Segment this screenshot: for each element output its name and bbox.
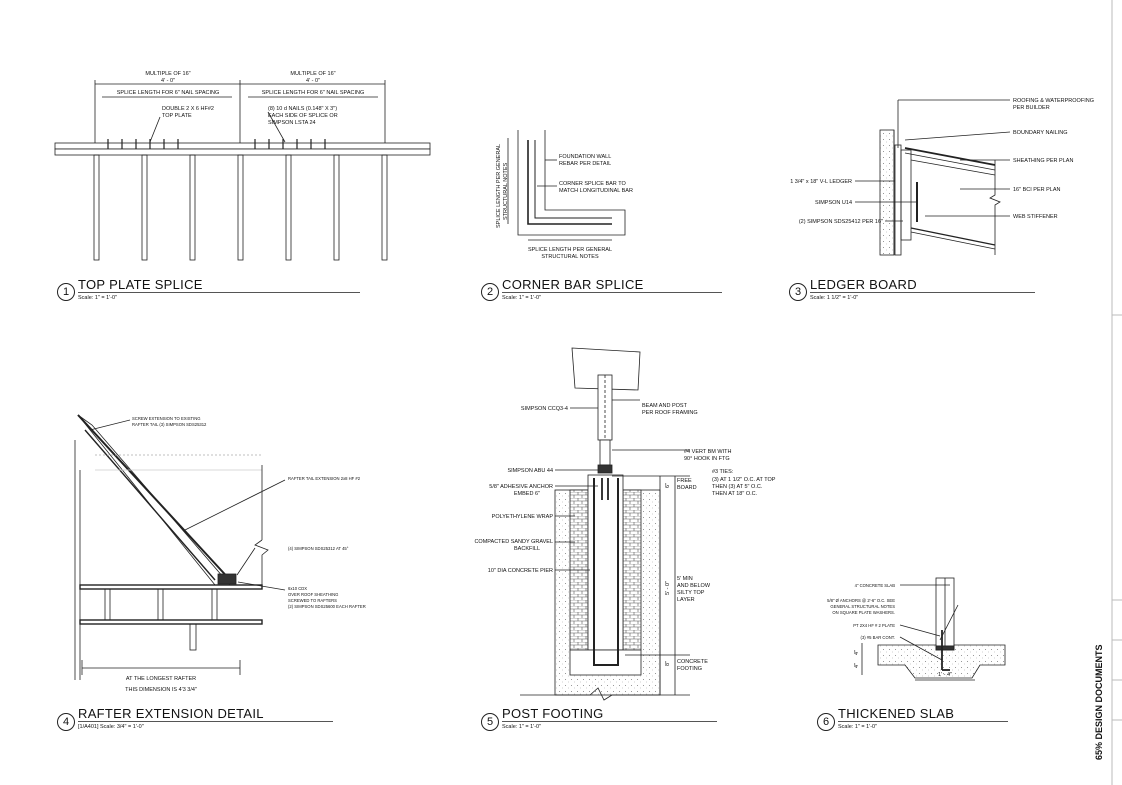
detail-5-number: 5 — [481, 713, 499, 731]
detail-5-scale: Scale: 1" = 1'-0" — [502, 724, 542, 730]
detail-1-number: 1 — [57, 283, 75, 301]
detail-3-underline — [810, 292, 1035, 293]
detail-4-graphics — [74, 414, 286, 680]
detail-6-number: 6 — [817, 713, 835, 731]
detail-6-graphics — [861, 577, 1006, 681]
detail-3-scale: Scale: 1 1/2" = 1'-0" — [810, 295, 859, 301]
detail-6-underline — [838, 721, 1008, 722]
detail-1-title: TOP PLATE SPLICE — [78, 277, 203, 292]
detail-4-number: 4 — [57, 713, 75, 731]
sheet-status-label: 65% DESIGN DOCUMENTS — [1094, 644, 1104, 760]
detail-4-scale: [1/A401] Scale: 3/4" = 1'-0" — [78, 724, 144, 730]
detail-2-title: CORNER BAR SPLICE — [502, 277, 644, 292]
detail-3-number: 3 — [789, 283, 807, 301]
detail-5-title: POST FOOTING — [502, 706, 604, 721]
detail-1-underline — [78, 292, 360, 293]
detail-2-underline — [502, 292, 722, 293]
detail-4-title: RAFTER EXTENSION DETAIL — [78, 706, 264, 721]
detail-2-graphics — [507, 130, 626, 241]
detail-1-scale: Scale: 1" = 1'-0" — [78, 295, 118, 301]
detail-1-graphics — [54, 80, 431, 261]
detail-3-title: LEDGER BOARD — [810, 277, 917, 292]
detail-2-number: 2 — [481, 283, 499, 301]
detail-6-scale: Scale: 1" = 1'-0" — [838, 724, 878, 730]
detail-6-title: THICKENED SLAB — [838, 706, 955, 721]
detail-5-graphics — [520, 347, 690, 701]
detail-3-graphics — [855, 99, 1011, 256]
detail-5-underline — [502, 721, 717, 722]
detail-4-underline — [78, 721, 333, 722]
detail-2-scale: Scale: 1" = 1'-0" — [502, 295, 542, 301]
